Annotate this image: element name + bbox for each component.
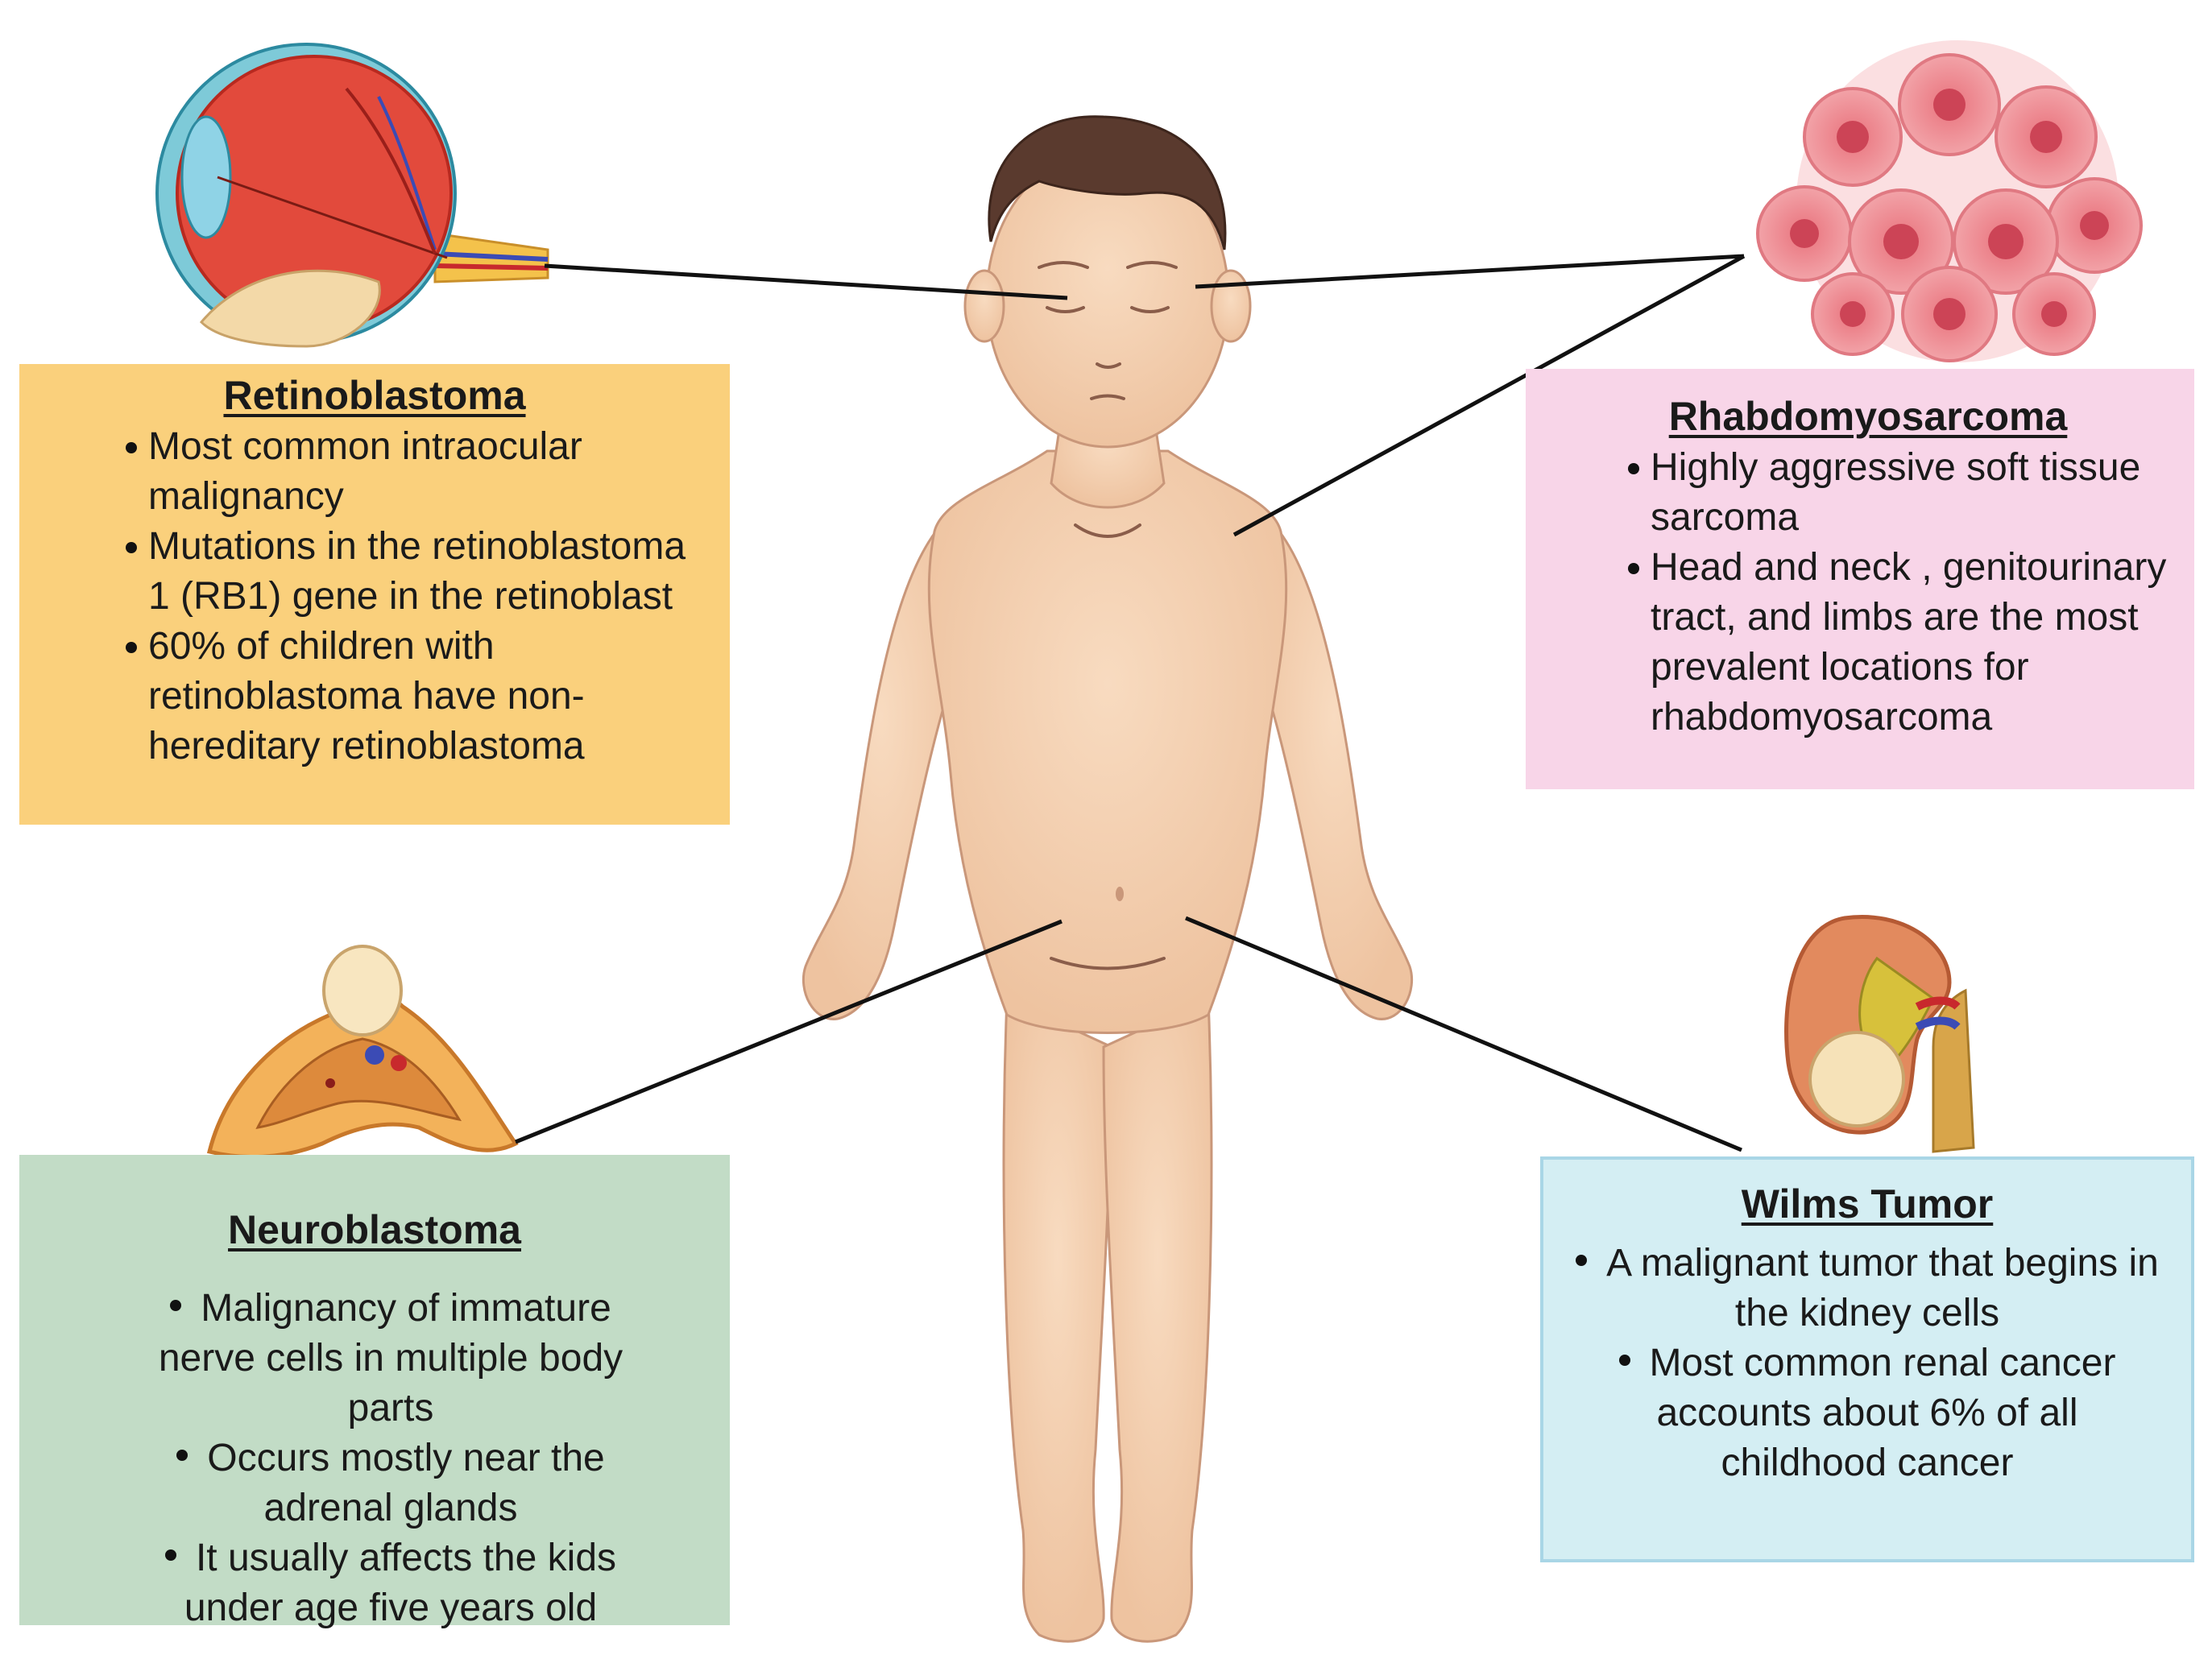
- list-item-text: A malignant tumor that begins in the kid…: [1606, 1242, 2159, 1334]
- child-body: [802, 147, 1414, 1643]
- list-item-text: Malignancy of immature nerve cells in mu…: [158, 1287, 623, 1429]
- tumor-cell-cluster-icon: [1756, 40, 2143, 362]
- list-item: Mutations in the retinoblastoma 1 (RB1) …: [126, 522, 714, 622]
- list-item: Most common renal cancer accounts about …: [1576, 1338, 2159, 1488]
- list-item: Highly aggressive soft tissue sarcoma: [1628, 443, 2186, 543]
- neuroblastoma-bullets: Malignancy of immature nerve cells in mu…: [19, 1284, 730, 1633]
- list-item: Most common intraocular malignancy: [126, 422, 714, 522]
- list-item-text: It usually affects the kids under age fi…: [184, 1537, 617, 1629]
- list-item-text: Most common renal cancer accounts about …: [1649, 1342, 2116, 1484]
- list-item: It usually affects the kids under age fi…: [140, 1533, 641, 1633]
- list-item: Occurs mostly near the adrenal glands: [140, 1434, 641, 1533]
- neuroblastoma-title: Neuroblastoma: [228, 1207, 521, 1252]
- child-face: [1038, 261, 1178, 970]
- retinoblastoma-box: Retinoblastoma Most common intraocular m…: [19, 364, 730, 825]
- neuroblastoma-box: Neuroblastoma Malignancy of immature ner…: [19, 1155, 730, 1629]
- list-item-text: Occurs mostly near the adrenal glands: [207, 1437, 605, 1529]
- kidney-icon: [1784, 915, 1975, 1153]
- wilms-tumor-bullets: A malignant tumor that begins in the kid…: [1543, 1239, 2191, 1488]
- adrenal-gland-icon: [206, 945, 519, 1160]
- rhabdomyosarcoma-title: Rhabdomyosarcoma: [1668, 394, 2068, 439]
- wilms-tumor-box: Wilms Tumor A malignant tumor that begin…: [1540, 1156, 2194, 1562]
- list-item: A malignant tumor that begins in the kid…: [1576, 1239, 2159, 1338]
- wilms-tumor-title: Wilms Tumor: [1741, 1181, 1994, 1227]
- child-hair: [988, 115, 1227, 250]
- retinoblastoma-title: Retinoblastoma: [223, 373, 526, 418]
- retinoblastoma-bullets: Most common intraocular malignancy Mutat…: [19, 422, 730, 772]
- list-item: Head and neck , genitourinary tract, and…: [1628, 543, 2186, 743]
- list-item: Malignancy of immature nerve cells in mu…: [140, 1284, 641, 1434]
- rhabdomyosarcoma-box: Rhabdomyosarcoma Highly aggressive soft …: [1526, 369, 2194, 789]
- rhabdomyosarcoma-bullets: Highly aggressive soft tissue sarcoma He…: [1526, 443, 2194, 743]
- list-item: 60% of children with retinoblastoma have…: [126, 622, 714, 772]
- eye-anatomy-icon: [155, 43, 549, 348]
- navel: [1116, 887, 1124, 901]
- connector-lines: [515, 254, 1746, 1152]
